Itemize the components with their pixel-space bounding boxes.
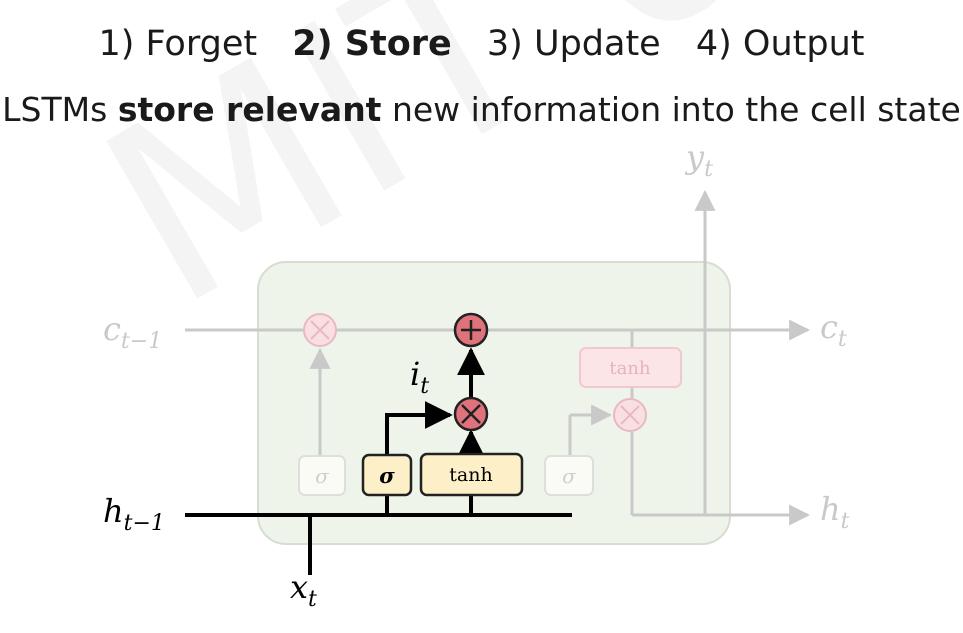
output-tanh-gate: tanh bbox=[579, 347, 682, 388]
input-sigma-gate: σ bbox=[361, 453, 413, 497]
input-multiply-icon bbox=[453, 396, 489, 432]
step-store: 2) Store bbox=[292, 24, 452, 64]
input-sigma-label: σ bbox=[379, 463, 395, 488]
step-forget: 1) Forget bbox=[98, 24, 258, 64]
cell-add-icon bbox=[453, 312, 489, 348]
step-list: 1) Forget 2) Store 3) Update 4) Output bbox=[0, 24, 963, 64]
label-c-next: ct bbox=[820, 308, 847, 352]
forget-sigma-gate: σ bbox=[298, 455, 346, 496]
output-sigma-label: σ bbox=[562, 464, 577, 488]
input-tanh-label: tanh bbox=[449, 464, 492, 486]
label-i: it bbox=[410, 355, 429, 399]
forget-multiply-icon bbox=[303, 313, 337, 347]
forget-sigma-label: σ bbox=[315, 464, 330, 488]
sentence-suffix: new information into the cell state bbox=[381, 90, 961, 129]
step-update: 3) Update bbox=[486, 24, 661, 64]
label-h-next: ht bbox=[820, 490, 850, 534]
label-x: xt bbox=[290, 568, 317, 612]
description-sentence: LSTMs store relevant new information int… bbox=[0, 90, 963, 129]
label-c-prev: ct−1 bbox=[103, 310, 162, 354]
input-tanh-gate: tanh bbox=[419, 452, 524, 497]
cell-background bbox=[257, 261, 731, 545]
output-tanh-label: tanh bbox=[609, 358, 651, 379]
label-h-prev: ht−1 bbox=[103, 492, 165, 536]
step-output: 4) Output bbox=[695, 24, 865, 64]
sentence-prefix: LSTMs bbox=[2, 90, 118, 129]
active-paths bbox=[185, 347, 572, 575]
sentence-bold: store relevant bbox=[117, 90, 382, 129]
output-multiply-icon bbox=[613, 398, 647, 432]
output-sigma-gate: σ bbox=[544, 455, 594, 496]
label-y: yt bbox=[684, 138, 713, 182]
